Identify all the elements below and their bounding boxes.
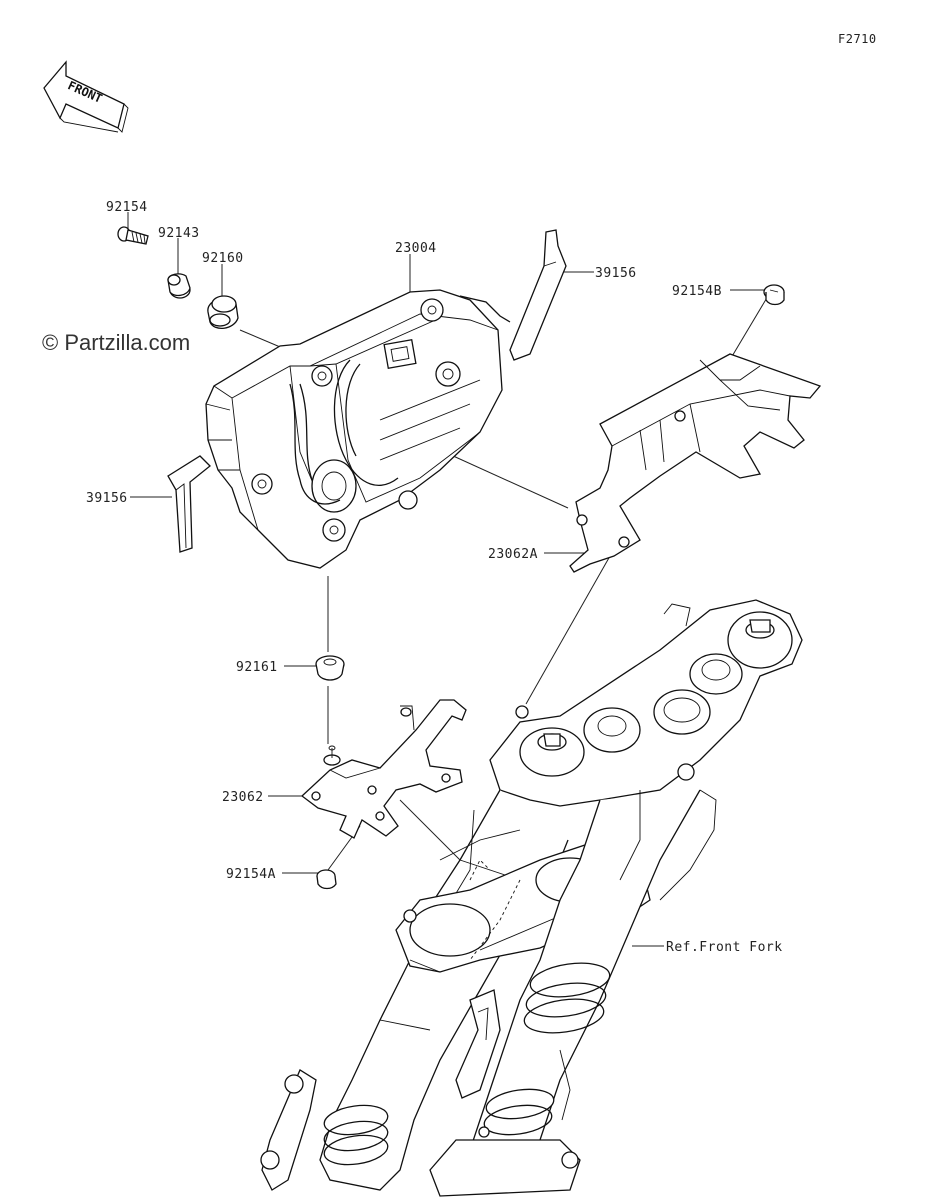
label-92160[interactable]: 92160 bbox=[202, 251, 244, 266]
bolt-92154[interactable] bbox=[117, 226, 149, 245]
label-23062[interactable]: 23062 bbox=[222, 790, 264, 805]
label-39156-top[interactable]: 39156 bbox=[595, 266, 637, 281]
bolt-92154B[interactable] bbox=[763, 284, 785, 306]
label-92154B[interactable]: 92154B bbox=[672, 284, 722, 299]
front-fork-ref[interactable] bbox=[260, 599, 803, 1197]
label-23062A[interactable]: 23062A bbox=[488, 547, 538, 562]
collar-92143[interactable] bbox=[167, 273, 191, 299]
grommet-92160[interactable] bbox=[207, 295, 239, 329]
label-92154[interactable]: 92154 bbox=[106, 200, 148, 215]
label-39156-left[interactable]: 39156 bbox=[86, 491, 128, 506]
grommet-92161[interactable] bbox=[315, 655, 345, 681]
label-23004[interactable]: 23004 bbox=[395, 241, 437, 256]
front-arrow-icon: FRONT bbox=[43, 60, 129, 133]
label-92143[interactable]: 92143 bbox=[158, 226, 200, 241]
label-92161[interactable]: 92161 bbox=[236, 660, 278, 675]
pad-39156-top[interactable] bbox=[509, 229, 567, 361]
label-92154A[interactable]: 92154A bbox=[226, 867, 276, 882]
unit-23004[interactable] bbox=[205, 289, 511, 569]
label-ref-front-fork[interactable]: Ref.Front Fork bbox=[666, 940, 783, 955]
bracket-23062A[interactable] bbox=[569, 353, 822, 573]
watermark: © Partzilla.com bbox=[42, 330, 191, 355]
pad-39156-left[interactable] bbox=[167, 455, 211, 553]
bolt-92154A[interactable] bbox=[316, 869, 337, 890]
figure-code: F2710 bbox=[838, 32, 877, 46]
bracket-23062[interactable] bbox=[300, 699, 467, 839]
